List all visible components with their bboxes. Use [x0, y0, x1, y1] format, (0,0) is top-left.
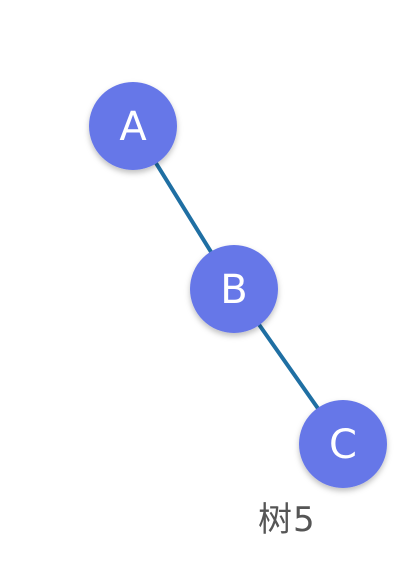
node-c: C — [299, 400, 387, 488]
node-label-a: A — [119, 104, 147, 150]
node-layer: A B C — [89, 82, 387, 488]
node-circle-b — [190, 245, 278, 333]
node-circle-a — [89, 82, 177, 170]
node-label-c: C — [329, 422, 357, 468]
node-b: B — [190, 245, 278, 333]
node-label-b: B — [220, 267, 247, 313]
node-a: A — [89, 82, 177, 170]
tree-caption: 树5 — [258, 500, 316, 540]
node-circle-c — [299, 400, 387, 488]
